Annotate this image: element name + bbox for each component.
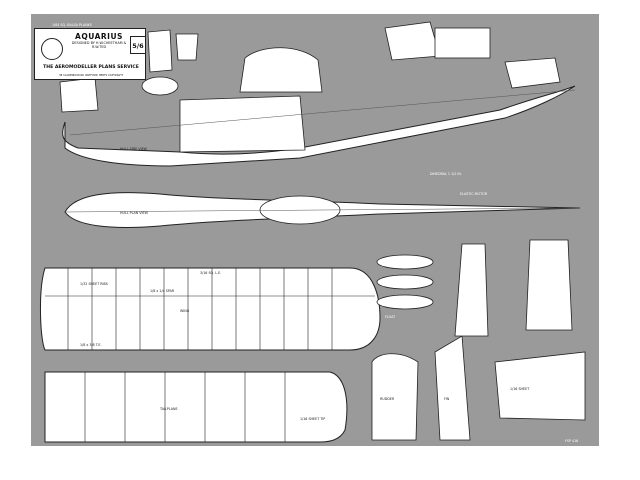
- aeromodeller-logo: [41, 38, 63, 60]
- fin-part: [434, 335, 471, 441]
- wingtip-note: 1/16 SHEET TIP: [300, 417, 325, 421]
- plan-title: AQUARIUS: [75, 32, 123, 41]
- tailplane-ribs: [84, 372, 286, 442]
- title-block: AQUARIUS DESIGNED BY H.W.CHEETHAM & R.W.…: [34, 28, 146, 80]
- sheet-part-planks: [434, 27, 491, 59]
- tailplane-plan-view: [44, 371, 348, 443]
- wing-ribs: [45, 268, 375, 350]
- tip-float-1: [376, 254, 434, 270]
- motor-note: ELASTIC MOTOR: [460, 192, 488, 196]
- wing-ribs-note: 1/32 SHEET RIBS: [80, 282, 108, 286]
- dihedral-note: DIHEDRAL 1 1/2 IN.: [430, 172, 462, 176]
- former-part-2: [175, 33, 199, 61]
- drawing-number: FSP 416: [565, 439, 578, 443]
- rudder-part: [371, 353, 419, 441]
- wing-plan-view: [40, 267, 381, 351]
- cabin-part: [239, 47, 323, 93]
- cabin-side-view: [179, 95, 306, 153]
- rudder-side-view: [525, 239, 573, 331]
- float-former: [59, 77, 99, 113]
- wing-plan-label: WING: [180, 309, 190, 313]
- former-part-1: [147, 29, 173, 73]
- hull-side-label: HULL SIDE VIEW: [120, 147, 148, 151]
- designer-credit: DESIGNED BY H.W.CHEETHAM & R.W.TED: [71, 41, 127, 49]
- tip-float-2: [376, 274, 434, 290]
- tailplane-label: TAILPLANE: [159, 407, 178, 411]
- hull-plan-label: HULL PLAN VIEW: [120, 211, 149, 215]
- leading-edge-note: 3/16 SQ. L.E.: [200, 271, 221, 275]
- plan-price: 5/6: [130, 36, 146, 54]
- fin-side-view: [454, 243, 489, 337]
- fin-label: FIN: [444, 397, 450, 401]
- hull-side-view: [62, 85, 576, 167]
- sheet-note: 1/64 SQ. BALSA PLANKS: [52, 23, 92, 27]
- motor-unit-part: [504, 57, 561, 89]
- spar-note: 1/8 x 1/4 SPAR: [150, 289, 175, 293]
- trailing-edge-note: 1/8 x 3/8 T.E.: [80, 343, 102, 347]
- plans-service-name: THE AEROMODELLER PLANS SERVICE: [43, 65, 139, 70]
- rudder-sheet: [384, 21, 441, 61]
- stabilizer-part: [494, 351, 586, 421]
- stabilizer-note: 1/16 SHEET: [510, 387, 530, 391]
- tip-float-3: [376, 294, 434, 310]
- rudder-label: RUDDER: [380, 397, 395, 401]
- cowl-part: [141, 76, 179, 96]
- hull-centerline: [64, 207, 581, 213]
- publisher-address: 38 CLARENDON RD WATFORD HERTS COPYRIGHT: [58, 74, 124, 77]
- tip-float-label: FLOAT: [385, 315, 396, 319]
- hull-longeron: [69, 89, 576, 136]
